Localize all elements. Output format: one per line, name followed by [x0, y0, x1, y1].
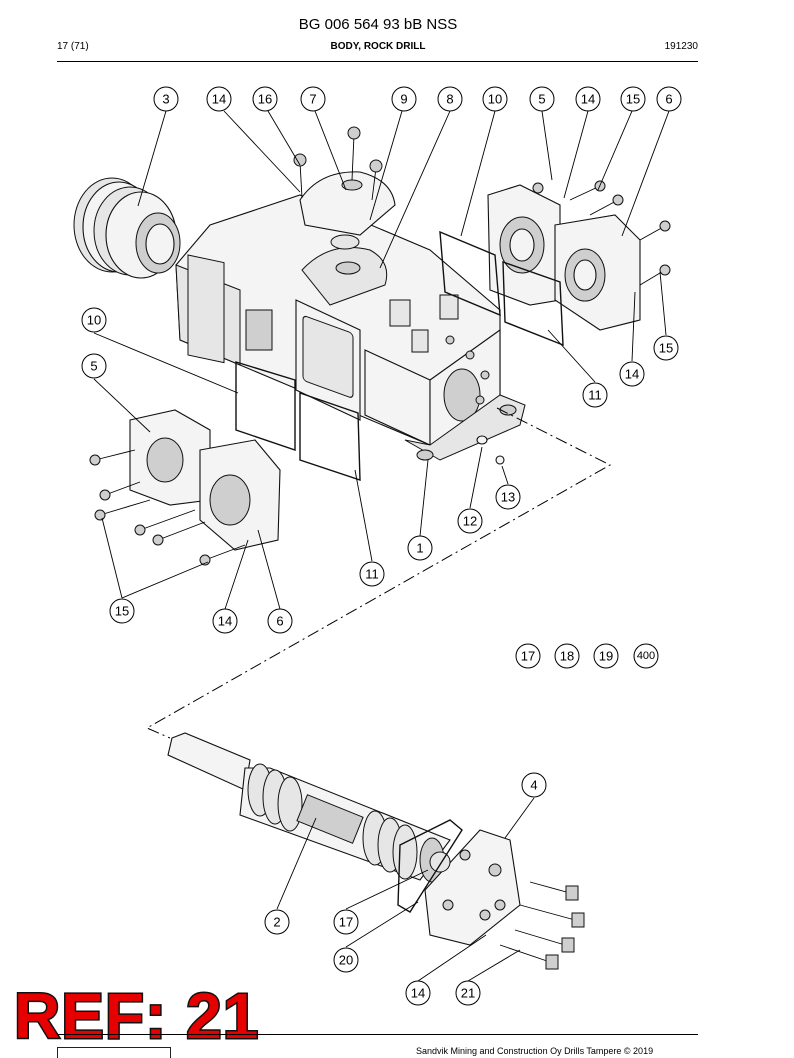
callout-label: 15: [659, 341, 673, 356]
assembly-axis-line: [145, 407, 612, 739]
callout-label: 14: [218, 614, 232, 629]
callout-label: 18: [560, 649, 574, 664]
part-3-drawing: [73, 177, 181, 279]
callout-19: 19: [593, 643, 619, 669]
callout-7: 7: [300, 86, 326, 112]
callout-label: 10: [488, 92, 502, 107]
callout-label: 14: [212, 92, 226, 107]
callout-6: 6: [656, 86, 682, 112]
callout-label: 11: [365, 567, 379, 582]
header-rule: [57, 61, 698, 62]
callout-11: 11: [359, 561, 385, 587]
callout-14: 14: [575, 86, 601, 112]
callout-17: 17: [515, 643, 541, 669]
callout-label: 10: [87, 313, 101, 328]
callout-label: 9: [400, 92, 407, 107]
callout-18: 18: [554, 643, 580, 669]
callout-15: 15: [620, 86, 646, 112]
callout-8: 8: [437, 86, 463, 112]
callout-label: 13: [501, 490, 515, 505]
part-7-drawing: [293, 126, 396, 250]
callout-4: 4: [521, 772, 547, 798]
callout-label: 21: [461, 986, 475, 1001]
callout-14: 14: [619, 361, 645, 387]
callout-label: 6: [276, 614, 283, 629]
callout-label: 11: [588, 388, 602, 403]
callout-5: 5: [81, 353, 107, 379]
date-code: 191230: [664, 41, 698, 52]
callout-label: 5: [538, 92, 545, 107]
callout-11: 11: [582, 382, 608, 408]
callout-15: 15: [653, 335, 679, 361]
callout-label: 16: [258, 92, 272, 107]
callout-label: 400: [637, 650, 655, 662]
callout-label: 7: [309, 92, 316, 107]
leader-lines: [93, 110, 670, 982]
callout-label: 8: [446, 92, 453, 107]
callout-3: 3: [153, 86, 179, 112]
document-title: BG 006 564 93 bB NSS: [298, 16, 458, 33]
callout-label: 1: [416, 541, 423, 556]
callout-label: 6: [665, 92, 672, 107]
part-5-right-drawing: [487, 180, 671, 331]
callout-21: 21: [455, 980, 481, 1006]
ref-stamp: REF: 21: [12, 980, 260, 1052]
callout-9: 9: [391, 86, 417, 112]
page-number: 17 (71): [57, 41, 89, 52]
callout-label: 14: [411, 986, 425, 1001]
callout-400: 400: [633, 643, 659, 669]
callout-12: 12: [457, 508, 483, 534]
section-title: BODY, ROCK DRILL: [330, 41, 426, 52]
callout-5: 5: [529, 86, 555, 112]
callout-label: 2: [273, 915, 280, 930]
part-1-drawing: [175, 194, 526, 461]
part-13-drawing: [495, 455, 505, 465]
footer-rule: [57, 1034, 698, 1035]
callout-10: 10: [482, 86, 508, 112]
callout-label: 5: [90, 359, 97, 374]
callout-label: 4: [530, 778, 537, 793]
callout-label: 12: [463, 514, 477, 529]
part-12-drawing: [476, 435, 488, 445]
part-2-drawing: [167, 732, 451, 883]
callout-label: 14: [625, 367, 639, 382]
part-21-bolts-drawing: [499, 881, 585, 970]
footer-copyright: Sandvik Mining and Construction Oy Drill…: [416, 1046, 654, 1056]
callout-2: 2: [264, 909, 290, 935]
callout-13: 13: [495, 484, 521, 510]
part-4-drawing: [397, 819, 521, 946]
callout-label: 20: [339, 953, 353, 968]
callout-14: 14: [206, 86, 232, 112]
callout-label: 3: [162, 92, 169, 107]
callout-6: 6: [267, 608, 293, 634]
callout-17: 17: [333, 909, 359, 935]
callout-14: 14: [405, 980, 431, 1006]
callout-label: 14: [581, 92, 595, 107]
callout-10: 10: [81, 307, 107, 333]
callout-label: 15: [626, 92, 640, 107]
callout-label: 15: [115, 604, 129, 619]
gaskets-drawing: [235, 230, 564, 481]
callout-label: 17: [521, 649, 535, 664]
callout-label: 19: [599, 649, 613, 664]
callout-16: 16: [252, 86, 278, 112]
callout-14: 14: [212, 608, 238, 634]
callout-15: 15: [109, 598, 135, 624]
callout-1: 1: [407, 535, 433, 561]
callout-20: 20: [333, 947, 359, 973]
part-5-left-drawing: [89, 409, 281, 566]
callout-label: 17: [339, 915, 353, 930]
